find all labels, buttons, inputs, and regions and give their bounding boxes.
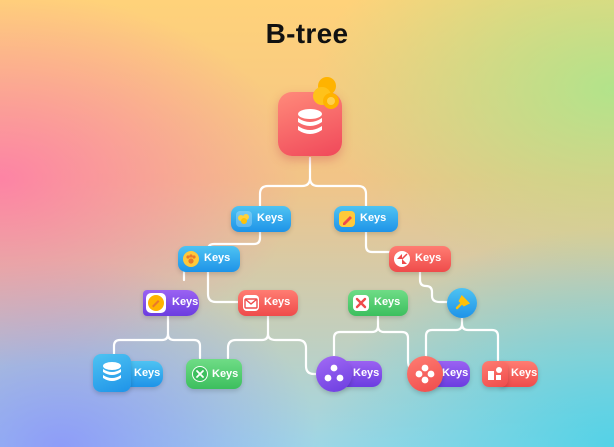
leaf-node-2[interactable]: Keys <box>186 359 242 389</box>
node-l2-left[interactable]: Keys <box>178 246 240 272</box>
pin-icon <box>455 294 471 310</box>
x-mark-icon <box>353 295 369 311</box>
pencil-badge-icon <box>146 293 166 313</box>
coins-icon <box>313 77 339 109</box>
link-l2left-l3 <box>206 270 240 304</box>
mail-icon <box>243 295 259 311</box>
node-label: Keys <box>212 368 239 380</box>
database-icon <box>93 354 131 392</box>
node-label: Keys <box>353 367 380 379</box>
x-circle-icon <box>192 366 208 382</box>
link-l3a-leaves <box>112 312 202 360</box>
bell-cluster-icon <box>236 211 252 227</box>
node-label: Keys <box>374 296 401 308</box>
node-label: Keys <box>442 367 469 379</box>
node-l3-d[interactable] <box>447 288 477 318</box>
node-label: Keys <box>204 252 231 264</box>
node-label: Keys <box>511 367 538 379</box>
node-label: Keys <box>257 212 284 224</box>
node-label: Keys <box>134 367 161 379</box>
node-l3-a[interactable]: Keys <box>143 290 199 316</box>
triangle-dots-icon <box>316 356 352 392</box>
node-l3-c[interactable]: Keys <box>348 290 408 316</box>
node-label: Keys <box>264 296 291 308</box>
node-label: Keys <box>360 212 387 224</box>
link-l3d-leaves <box>424 314 500 362</box>
paw-icon <box>183 251 199 267</box>
node-label: Keys <box>415 252 442 264</box>
link-l1right-l2right <box>364 230 416 254</box>
diamond-dots-icon <box>407 356 443 392</box>
node-l1-left[interactable]: Keys <box>231 206 291 232</box>
node-l3-b[interactable]: Keys <box>238 290 298 316</box>
node-l1-right[interactable]: Keys <box>334 206 398 232</box>
link-l3b-leaves <box>226 314 320 376</box>
node-label: Keys <box>172 296 199 308</box>
node-l2-right[interactable]: Keys <box>389 246 451 272</box>
compass-icon <box>394 251 410 267</box>
edit-note-icon <box>339 211 355 227</box>
root-node[interactable] <box>278 77 342 156</box>
link-root-l1 <box>258 156 368 208</box>
shapes-icon <box>482 361 508 387</box>
database-icon <box>298 109 322 134</box>
page-title: B-tree <box>265 18 349 49</box>
link-l2right-l3 <box>418 270 450 304</box>
